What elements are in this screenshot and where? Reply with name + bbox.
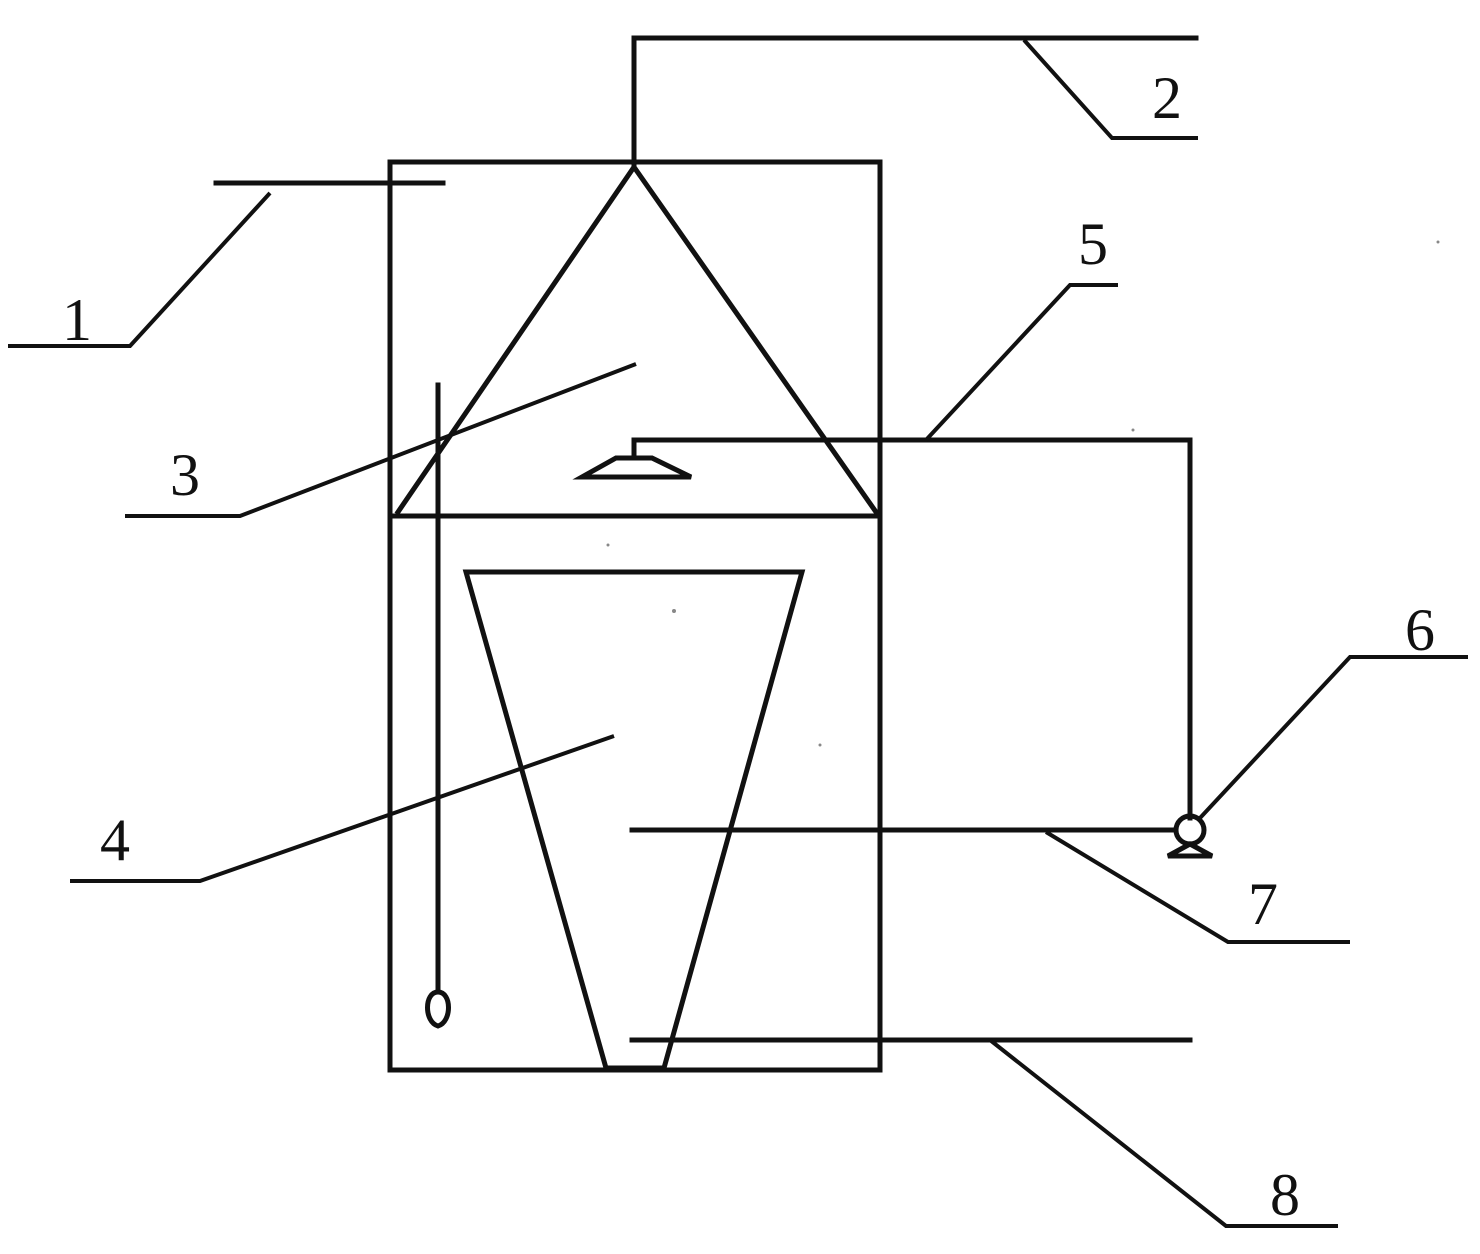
speck: [672, 609, 676, 613]
vessel-body: [387, 159, 883, 1073]
label-3: 3: [170, 442, 200, 508]
speck: [818, 743, 822, 747]
leader-5: [924, 283, 1118, 442]
label-4: 4: [100, 807, 130, 873]
speck: [606, 543, 610, 547]
funnel: [462, 569, 806, 1071]
leader-4: [70, 734, 615, 883]
label-6: 6: [1405, 597, 1435, 663]
label-1: 1: [62, 287, 92, 353]
leader-6: [1198, 655, 1468, 820]
gas-outlet-pipe: [631, 35, 1199, 170]
leader-2: [1022, 38, 1198, 140]
label-7: 7: [1248, 871, 1278, 937]
sensor-bulb: [425, 989, 451, 1029]
leader-8: [988, 1038, 1338, 1228]
leader-7: [1044, 830, 1350, 944]
leader-3: [125, 362, 637, 518]
recirculation-line: [631, 437, 1193, 821]
spray-head: [572, 455, 693, 480]
speck: [1436, 240, 1440, 244]
leader-1: [8, 191, 272, 348]
label-8: 8: [1270, 1162, 1300, 1228]
label-2: 2: [1152, 65, 1182, 131]
label-5: 5: [1078, 211, 1108, 277]
pump-base: [1166, 841, 1214, 859]
speck: [1131, 428, 1135, 432]
